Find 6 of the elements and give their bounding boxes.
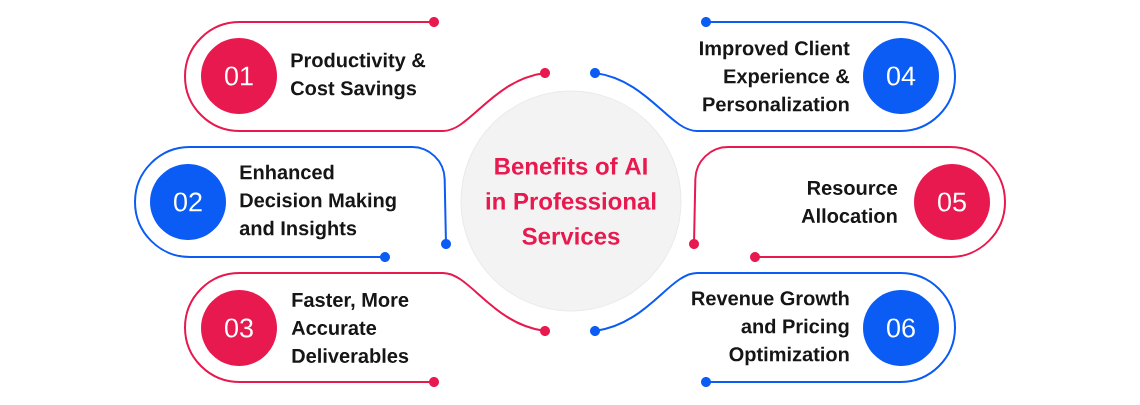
item-title: Enhanced Decision Making and Insights: [239, 164, 396, 240]
item-title: Faster, More Accurate Deliverables: [291, 293, 409, 363]
item-title: Revenue Growth and Pricing Optimization: [692, 290, 849, 366]
item-title: Productivity & Cost Savings: [291, 52, 426, 100]
item-title: Improved Client Experience & Personalization: [700, 40, 850, 112]
item-title: Resource Allocation: [801, 181, 898, 223]
